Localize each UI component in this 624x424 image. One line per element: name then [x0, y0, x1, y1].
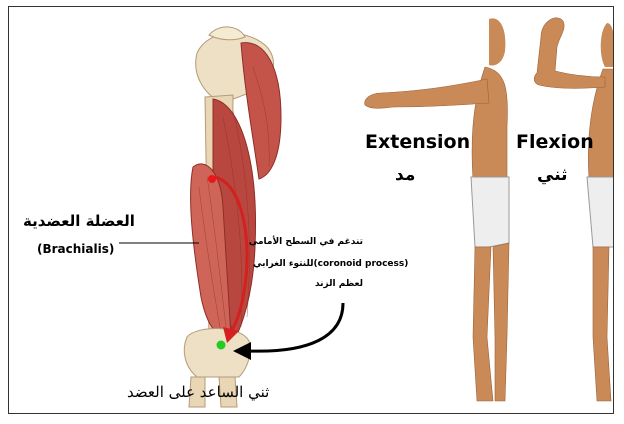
- insertion-dot: [217, 341, 226, 350]
- origin-dot: [208, 175, 216, 183]
- insertion-arrow: [233, 303, 343, 360]
- muscle-latin-label: (Brachialis): [37, 242, 114, 256]
- muscle-arabic-label: العضلة العضدية: [23, 212, 135, 230]
- diagram-frame: العضلة العضدية (Brachialis) تندغم في الس…: [8, 6, 614, 414]
- extension-figure: [365, 18, 509, 401]
- insertion-note-line-3: لعظم الزند: [253, 279, 363, 289]
- illustration: [9, 7, 614, 414]
- extension-english-label: Extension: [365, 131, 470, 153]
- action-caption: ثني الساعد على العضد: [127, 383, 269, 401]
- extension-arabic-label: مد: [395, 165, 415, 185]
- flexion-english-label: Flexion: [516, 131, 594, 153]
- flexion-arabic-label: ثني: [537, 165, 568, 185]
- flexion-figure: [534, 18, 614, 401]
- insertion-note-line-2: للنتوء الغرابي(coronoid process): [253, 259, 363, 269]
- insertion-note-line-1: تندغم في السطح الأمامي: [253, 237, 363, 247]
